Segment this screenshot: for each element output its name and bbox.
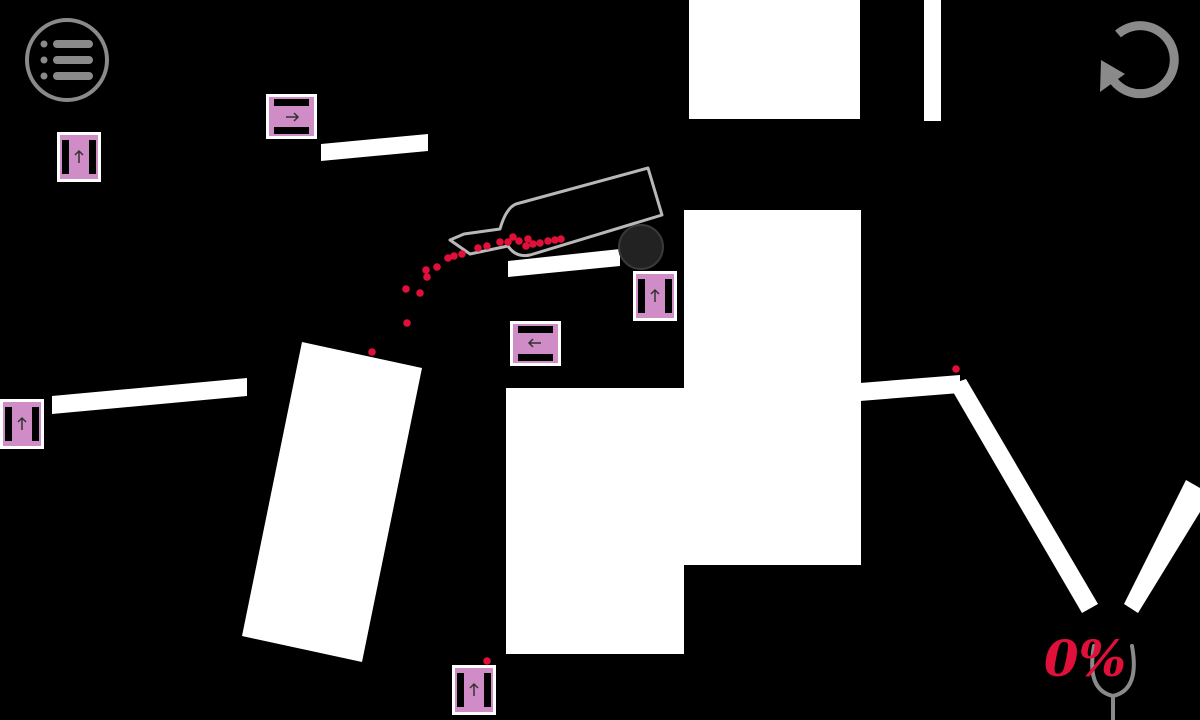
arrow-left-icon bbox=[527, 338, 541, 348]
booster-up-1[interactable] bbox=[57, 132, 101, 182]
wine-drop bbox=[458, 250, 466, 258]
arrow-up-icon bbox=[469, 682, 479, 696]
wine-drop bbox=[496, 238, 504, 246]
wine-drop bbox=[522, 242, 530, 250]
bottle-pivot[interactable] bbox=[618, 224, 664, 270]
wine-drop bbox=[483, 657, 491, 665]
upper-left-ledge bbox=[321, 134, 428, 161]
right-ledge bbox=[860, 375, 960, 401]
wine-drop bbox=[423, 273, 431, 281]
bottle-outline bbox=[448, 166, 664, 258]
wine-drop bbox=[368, 348, 376, 356]
left-ledge bbox=[52, 378, 247, 414]
wine-drop bbox=[416, 289, 424, 297]
wine-drop bbox=[557, 235, 565, 243]
wine-drop bbox=[509, 233, 517, 241]
top-block bbox=[689, 0, 860, 119]
wine-drop bbox=[403, 319, 411, 327]
wine-drop bbox=[402, 285, 410, 293]
walls bbox=[52, 0, 1200, 662]
arrow-up-icon bbox=[17, 416, 27, 430]
funnel-right-wall bbox=[1124, 480, 1200, 613]
booster-right-2[interactable] bbox=[266, 94, 317, 139]
restart-arrow-icon bbox=[1100, 21, 1179, 99]
goal-wine-glass bbox=[1090, 644, 1136, 720]
booster-up-6[interactable] bbox=[452, 665, 496, 715]
arrow-up-icon bbox=[650, 288, 660, 302]
arrow-right-icon bbox=[286, 112, 300, 122]
top-post bbox=[924, 0, 941, 121]
booster-up-3[interactable] bbox=[633, 271, 677, 321]
wine-drop bbox=[422, 266, 430, 274]
wine-drop bbox=[524, 235, 532, 243]
bottle-ledge bbox=[508, 249, 620, 277]
wine-drop bbox=[551, 236, 559, 244]
wine-drop bbox=[444, 254, 452, 262]
wine-drop bbox=[504, 238, 512, 246]
menu-button[interactable] bbox=[25, 18, 109, 102]
wine-drop bbox=[529, 240, 537, 248]
fill-percent-text: 0% bbox=[1044, 629, 1126, 688]
wine-drop bbox=[536, 239, 544, 247]
arrow-up-icon bbox=[74, 149, 84, 163]
wine-drop bbox=[952, 365, 960, 373]
menu-list-icon bbox=[40, 40, 93, 80]
booster-left-4[interactable] bbox=[510, 321, 561, 366]
wine-bottle[interactable] bbox=[448, 166, 664, 270]
wine-drop bbox=[450, 252, 458, 260]
central-block bbox=[506, 210, 861, 654]
restart-button[interactable] bbox=[1100, 21, 1179, 99]
wine-drops bbox=[368, 233, 960, 665]
wine-drop bbox=[515, 237, 523, 245]
funnel-left-wall bbox=[949, 379, 1098, 613]
wine-drop bbox=[544, 237, 552, 245]
wine-drop bbox=[483, 242, 491, 250]
booster-up-5[interactable] bbox=[0, 399, 44, 449]
wine-drop bbox=[433, 263, 441, 271]
wine-drop bbox=[474, 244, 482, 252]
tilted-block bbox=[242, 342, 422, 662]
